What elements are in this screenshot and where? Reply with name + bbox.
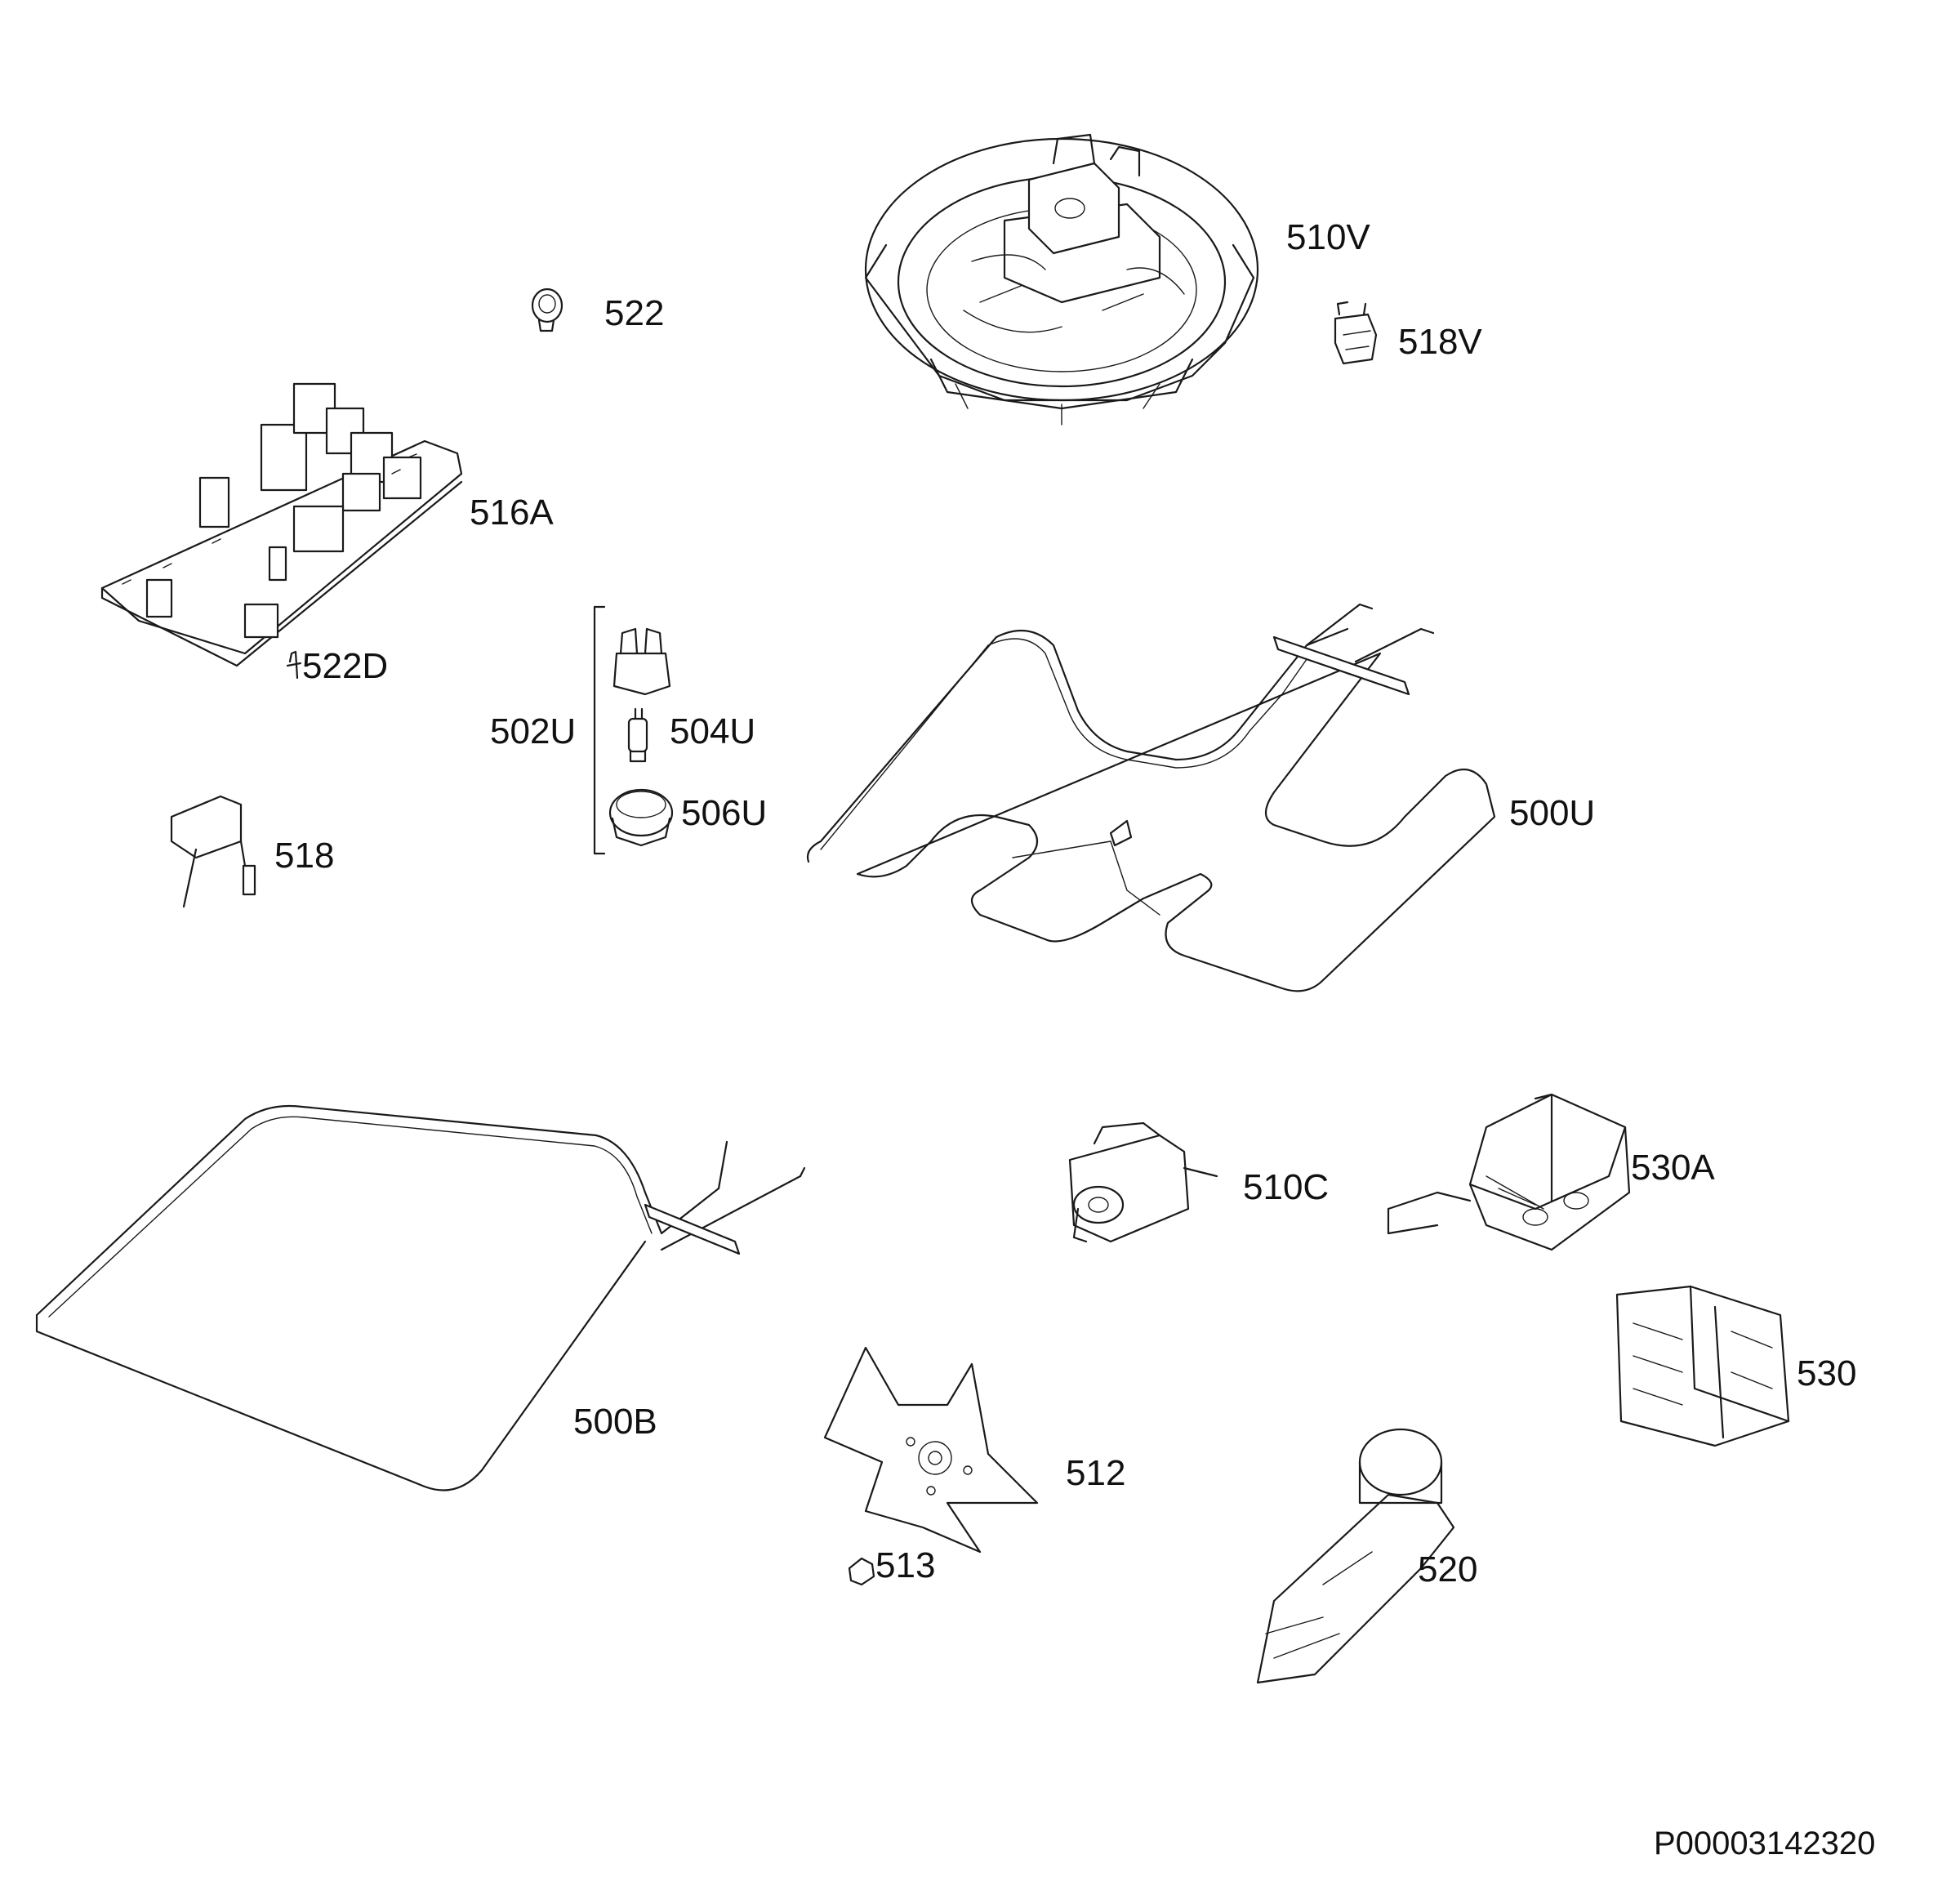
part-500u-grill-element-drawing	[806, 603, 1496, 992]
part-label-518v: 518V	[1398, 322, 1482, 362]
part-502u-lamp-holder-drawing	[612, 627, 671, 696]
part-522-clamp-drawing	[531, 288, 564, 332]
part-label-520: 520	[1418, 1549, 1477, 1589]
document-code: P00003142320	[1654, 1826, 1875, 1861]
part-530-switch-block-drawing	[1615, 1285, 1790, 1447]
part-label-516a: 516A	[470, 493, 554, 533]
part-520-timer-drawing	[1256, 1428, 1455, 1684]
part-513-nut-drawing	[848, 1557, 875, 1586]
part-label-510c: 510C	[1243, 1167, 1329, 1207]
part-label-530: 530	[1797, 1353, 1856, 1393]
part-516a-control-board-drawing	[100, 382, 463, 667]
part-504u-bulb-drawing	[627, 707, 648, 763]
part-label-522: 522	[604, 293, 664, 333]
part-label-500u: 500U	[1509, 793, 1595, 833]
part-label-513: 513	[875, 1545, 935, 1585]
part-518-sensor-drawing	[170, 795, 256, 908]
part-500b-lower-element-drawing	[35, 1104, 806, 1491]
part-510v-fan-motor-drawing	[864, 133, 1259, 426]
part-label-530a: 530A	[1631, 1148, 1715, 1188]
part-label-522d: 522D	[302, 646, 388, 686]
part-label-502u: 502U	[490, 711, 576, 751]
part-530a-terminal-block-drawing	[1387, 1093, 1631, 1251]
part-label-500b: 500B	[573, 1402, 657, 1442]
part-510c-motor-drawing	[1068, 1121, 1218, 1243]
part-502u-group-bracket	[593, 605, 606, 855]
part-label-510v: 510V	[1286, 217, 1370, 257]
part-label-512: 512	[1066, 1453, 1125, 1493]
part-label-506u: 506U	[681, 793, 767, 833]
part-522d-terminal-drawing	[286, 650, 302, 680]
part-512-fan-blade-drawing	[823, 1346, 1039, 1554]
part-518v-bracket-drawing	[1334, 301, 1378, 365]
part-label-504u: 504U	[670, 711, 755, 751]
part-506u-lamp-cover-drawing	[608, 788, 674, 847]
part-label-518: 518	[274, 836, 334, 876]
